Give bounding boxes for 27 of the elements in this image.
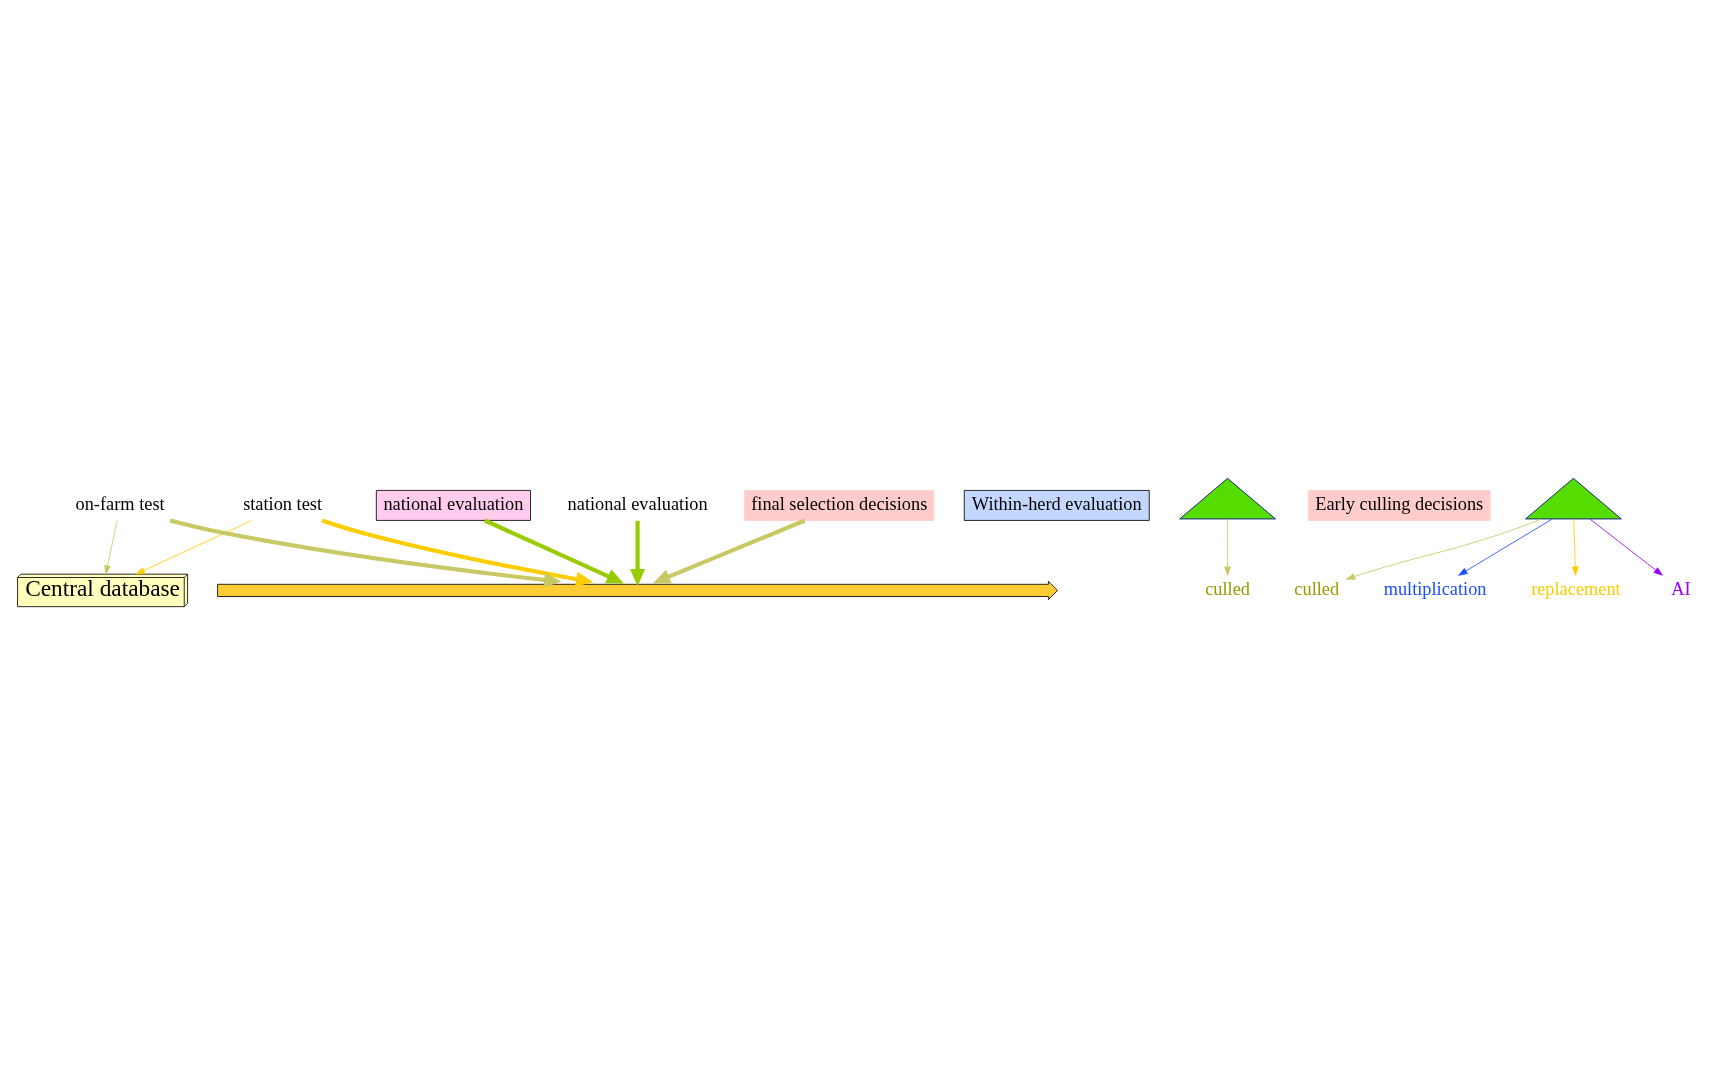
arrow (169, 517, 562, 587)
node-box: Within-herd evaluation (963, 489, 1150, 521)
node-box: national evaluation (375, 489, 531, 521)
node-text: AI (1671, 578, 1691, 599)
node-text: station test (243, 493, 323, 514)
arrow (1224, 518, 1231, 576)
arrow (1346, 518, 1543, 580)
node-curve (1525, 477, 1622, 519)
node-curve (1179, 477, 1276, 519)
node-text: national evaluation (567, 493, 708, 514)
arrow (1589, 518, 1663, 576)
node-box: final selection decisions (744, 489, 935, 521)
node-text: multiplication (1383, 578, 1487, 599)
node-text: replacement (1531, 578, 1621, 599)
node-text: on-farm test (75, 493, 165, 514)
arrow (484, 518, 624, 583)
arrow (1458, 518, 1553, 576)
arrow (135, 519, 253, 574)
arrow (630, 520, 646, 586)
node-text: culled (1205, 578, 1250, 599)
node-text: culled (1294, 578, 1340, 599)
node-bar (217, 580, 1058, 600)
arrow (104, 519, 118, 575)
node-box: Early culling decisions (1308, 489, 1491, 521)
arrow (652, 518, 806, 584)
arrow (1571, 518, 1579, 576)
arrow (321, 518, 594, 587)
